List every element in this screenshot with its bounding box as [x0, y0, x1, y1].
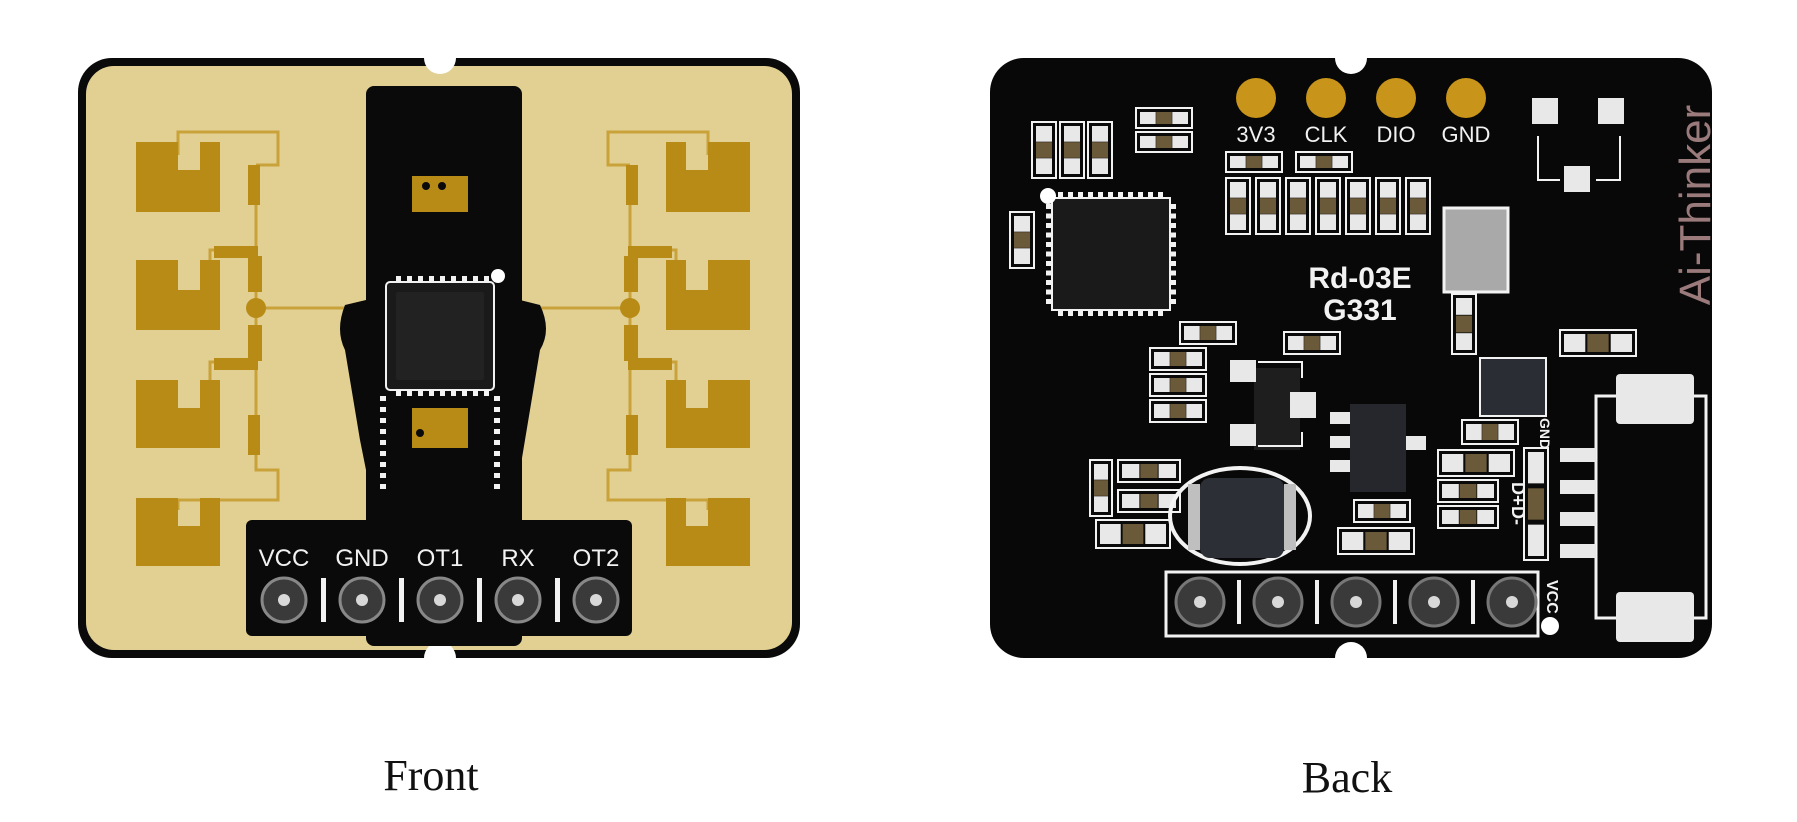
smd-component — [1337, 527, 1415, 555]
front-pin-label: VCC — [259, 545, 310, 572]
regulator-ic — [1230, 360, 1316, 450]
top-pad — [1376, 78, 1416, 118]
antenna-patch-r1 — [666, 142, 750, 212]
smd-component — [1135, 107, 1193, 129]
smd-component — [1087, 121, 1113, 179]
top-pad-label: GND — [1442, 122, 1491, 147]
smd-component — [1031, 121, 1057, 179]
small-ic — [1479, 357, 1547, 417]
antenna-patch-r4 — [666, 498, 750, 566]
smd-component — [1437, 505, 1499, 529]
front-board: VCC GND OT1 RX OT2 — [78, 42, 800, 674]
sot-ic — [1330, 404, 1426, 492]
back-mount-notch-top — [1335, 42, 1367, 74]
smd-component — [1559, 329, 1637, 357]
back-smd-components — [1009, 107, 1637, 561]
front-pin-label: GND — [335, 545, 388, 572]
back-pin1-marker — [1040, 188, 1056, 204]
right-stubs — [620, 165, 672, 455]
antenna-patch-r2 — [666, 260, 750, 330]
side-labels: GND D+ D- VCC — [1508, 418, 1560, 614]
antenna-patch-l3 — [136, 380, 220, 448]
smd-component — [1437, 449, 1515, 477]
front-pin-header: VCC GND OT1 RX OT2 — [259, 545, 620, 624]
smd-component — [1179, 321, 1237, 345]
top-pad-label: 3V3 — [1236, 122, 1275, 147]
top-pad-label: DIO — [1376, 122, 1415, 147]
usb-connector — [1560, 374, 1708, 642]
caption-back: Back — [1301, 753, 1393, 802]
gold-pad-bottom — [412, 408, 468, 448]
front-pin-label: OT2 — [573, 545, 620, 572]
smd-component — [1089, 459, 1113, 517]
brand-text: Ai-Thinker — [1671, 105, 1720, 306]
smd-component — [1225, 151, 1283, 173]
back-top-pads: 3V3 CLK DIO GND — [1236, 78, 1490, 147]
left-antenna-array — [136, 142, 220, 566]
front-mount-notch-top — [424, 42, 456, 74]
front-pin-divider — [477, 578, 482, 622]
back-board: 3V3 CLK DIO GND Ai-Thinker Rd-03E G331 — [990, 42, 1720, 674]
front-mount-notch-bottom — [424, 642, 456, 674]
side-label-gnd: GND — [1537, 418, 1553, 449]
antenna-patch-r3 — [666, 380, 750, 448]
top-pad — [1306, 78, 1346, 118]
gold-pad-top — [412, 176, 468, 212]
smd-component — [1135, 131, 1193, 153]
front-pin-divider — [321, 578, 326, 622]
smd-component — [1283, 331, 1341, 355]
back-mcu-chip — [1040, 188, 1176, 316]
smd-component — [1315, 177, 1341, 235]
smd-component — [1059, 121, 1085, 179]
smd-component — [1523, 447, 1549, 561]
front-pin1-marker — [491, 269, 505, 283]
smd-component — [1149, 399, 1207, 423]
smd-component — [1117, 459, 1181, 483]
side-label-dplus: D+ — [1508, 482, 1528, 506]
smd-component — [1117, 489, 1181, 513]
back-pin-header — [1164, 570, 1540, 638]
smd-component — [1405, 177, 1431, 235]
smd-component — [1095, 519, 1171, 549]
smd-component — [1451, 293, 1477, 355]
crystal — [1442, 206, 1510, 294]
model-label: Rd-03E — [1308, 262, 1411, 295]
front-pin-divider — [555, 578, 560, 622]
inductor — [1168, 466, 1312, 566]
smd-component — [1345, 177, 1371, 235]
back-header-pin1-marker — [1541, 617, 1559, 635]
side-label-vcc: VCC — [1543, 580, 1560, 614]
smd-component — [1149, 347, 1207, 371]
smd-component — [1225, 177, 1251, 235]
top-pad-label: CLK — [1305, 122, 1348, 147]
front-pin-label: RX — [501, 545, 534, 572]
caption-front: Front — [383, 751, 479, 800]
side-label-dminus: D- — [1508, 506, 1528, 525]
top-pad — [1446, 78, 1486, 118]
code-label: G331 — [1323, 294, 1396, 327]
left-stubs — [214, 165, 266, 455]
smd-component — [1295, 151, 1353, 173]
sensor-pads — [1532, 98, 1624, 192]
smd-component — [1285, 177, 1311, 235]
top-pad — [1236, 78, 1276, 118]
antenna-patch-l1 — [136, 142, 220, 212]
smd-component — [1375, 177, 1401, 235]
smd-component — [1149, 373, 1207, 397]
smd-component — [1461, 419, 1519, 445]
front-pin-label: OT1 — [417, 545, 464, 572]
antenna-patch-l2 — [136, 260, 220, 330]
smd-component — [1353, 499, 1411, 523]
smd-component — [1009, 211, 1035, 269]
right-antenna-array — [666, 142, 750, 566]
front-pin-divider — [399, 578, 404, 622]
antenna-patch-l4 — [136, 498, 220, 566]
smd-component — [1437, 479, 1499, 503]
smd-component — [1255, 177, 1281, 235]
back-mount-notch-bottom — [1335, 642, 1367, 674]
